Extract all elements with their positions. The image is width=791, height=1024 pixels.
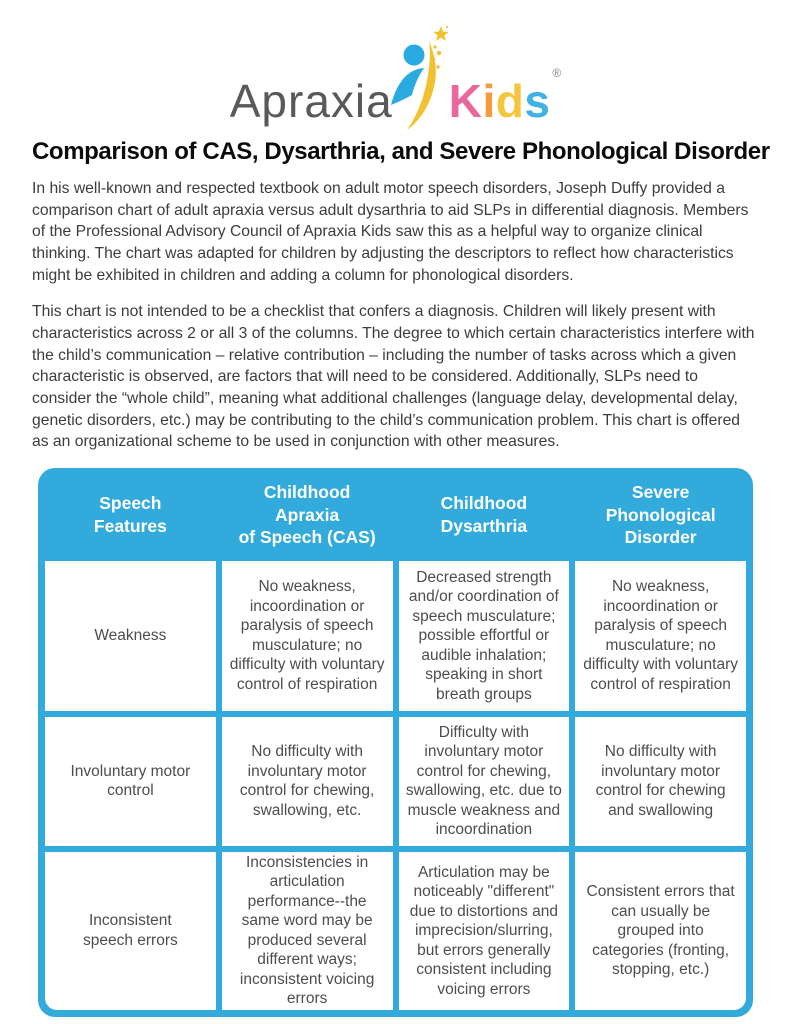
logo-letter-s: s — [524, 75, 551, 127]
note-paragraph: This chart is not intended to be a check… — [32, 303, 755, 451]
comparison-table: Speech Features Childhood Apraxia of Spe… — [38, 467, 753, 1017]
intro-paragraph: In his well-known and respected textbook… — [32, 180, 749, 284]
logo-letter-d: d — [495, 75, 525, 127]
cas-cell-involuntary-motor: No difficulty with involuntary motor con… — [221, 716, 393, 846]
registered-trademark: ® — [552, 66, 562, 80]
header-phonological: Severe Phonological Disorder — [605, 482, 716, 548]
logo-apraxia-text: Apraxia — [229, 75, 393, 127]
header-speech-features: Speech Features — [93, 493, 167, 536]
feature-cell-involuntary-motor: Involuntary motor control — [45, 716, 216, 846]
dysarthria-cell-involuntary-motor: Difficulty with involuntary motor contro… — [398, 716, 570, 846]
phonological-cell-weakness: No weakness, incoordination or paralysis… — [575, 560, 746, 711]
dysarthria-cell-weakness: Decreased strength and/or coordination o… — [398, 560, 570, 711]
logo-letter-i: i — [482, 75, 496, 127]
header-dysarthria: Childhood Dysarthria — [440, 493, 528, 536]
header-cas: Childhood Apraxia of Speech (CAS) — [238, 482, 376, 548]
page-title: Comparison of CAS, Dysarthria, and Sever… — [32, 138, 770, 165]
apraxia-kids-logo: Apraxia Kids ® — [32, 24, 759, 132]
logo-figure-icon — [390, 25, 449, 130]
phonological-cell-inconsistent-errors: Consistent errors that can usually be gr… — [575, 851, 746, 1010]
logo-kids-text: Kids — [449, 78, 551, 132]
feature-cell-weakness: Weakness — [45, 560, 216, 711]
dysarthria-cell-inconsistent-errors: Articulation may be noticeably "differen… — [398, 851, 570, 1010]
feature-cell-inconsistent-errors: Inconsistent speech errors — [45, 851, 216, 1010]
cas-cell-inconsistent-errors: Inconsistencies in articulation performa… — [221, 851, 393, 1010]
phonological-cell-involuntary-motor: No difficulty with involuntary motor con… — [575, 716, 746, 846]
cas-cell-weakness: No weakness, incoordination or paralysis… — [221, 560, 393, 711]
logo-letter-k: K — [448, 75, 483, 127]
